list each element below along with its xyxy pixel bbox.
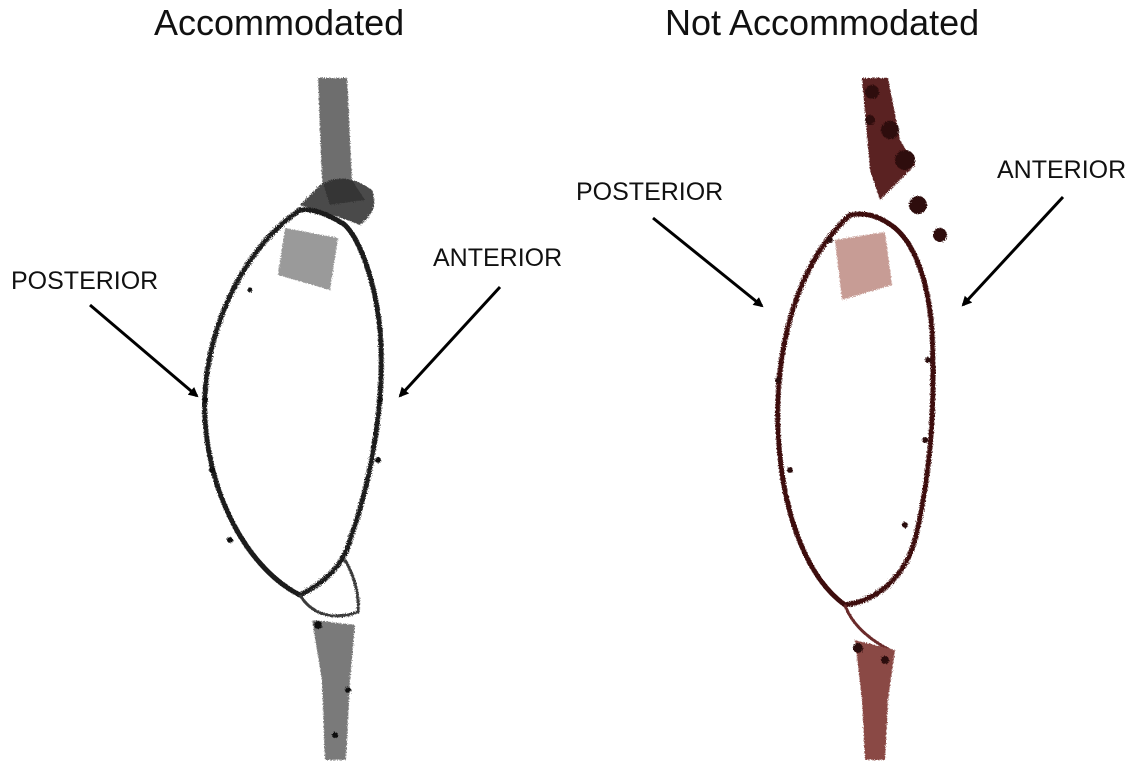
- right-inner-region: [835, 232, 892, 300]
- accommodated-lens-image: [202, 78, 383, 760]
- left-posterior-arrow: [90, 305, 197, 396]
- right-anterior-arrow: [963, 197, 1063, 305]
- left-inner-region: [278, 228, 338, 290]
- not-accommodated-lens-image: [775, 78, 947, 760]
- right-dots: [775, 237, 931, 664]
- right-lower-stalk: [855, 640, 895, 760]
- left-anterior-arrow: [400, 287, 500, 396]
- right-posterior-arrow: [653, 218, 762, 306]
